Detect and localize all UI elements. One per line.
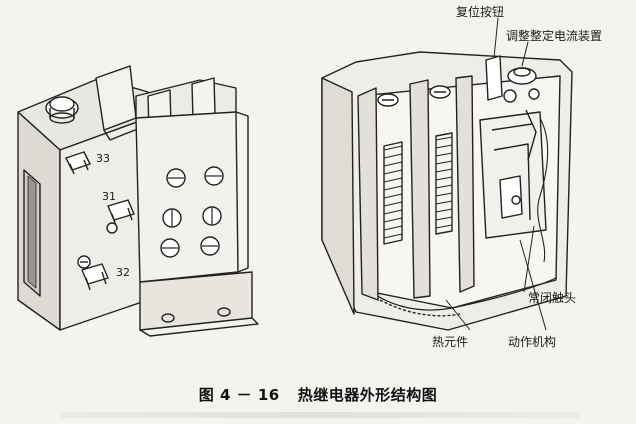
label-setting-current-adjuster: 调整整定电流装置 (506, 28, 602, 43)
label-actuating-mechanism: 动作机构 (508, 334, 556, 349)
left-relay-drawing (17, 65, 259, 337)
part-number-32: 32 (116, 266, 130, 279)
figure-title: 热继电器外形结构图 (297, 386, 438, 404)
label-thermal-element: 热元件 (432, 335, 468, 349)
figure-caption: 图 4 － 16 热继电器外形结构图 (0, 384, 636, 405)
label-reset-button: 复位按钮 (456, 4, 504, 19)
scan-smudge (60, 412, 580, 418)
part-number-33: 33 (96, 152, 110, 165)
label-nc-contact: 常闭触头 (528, 291, 576, 305)
right-relay-cutaway-drawing (321, 17, 573, 331)
part-number-31: 31 (102, 190, 116, 203)
figure-number: 图 4 － 16 (198, 386, 280, 404)
